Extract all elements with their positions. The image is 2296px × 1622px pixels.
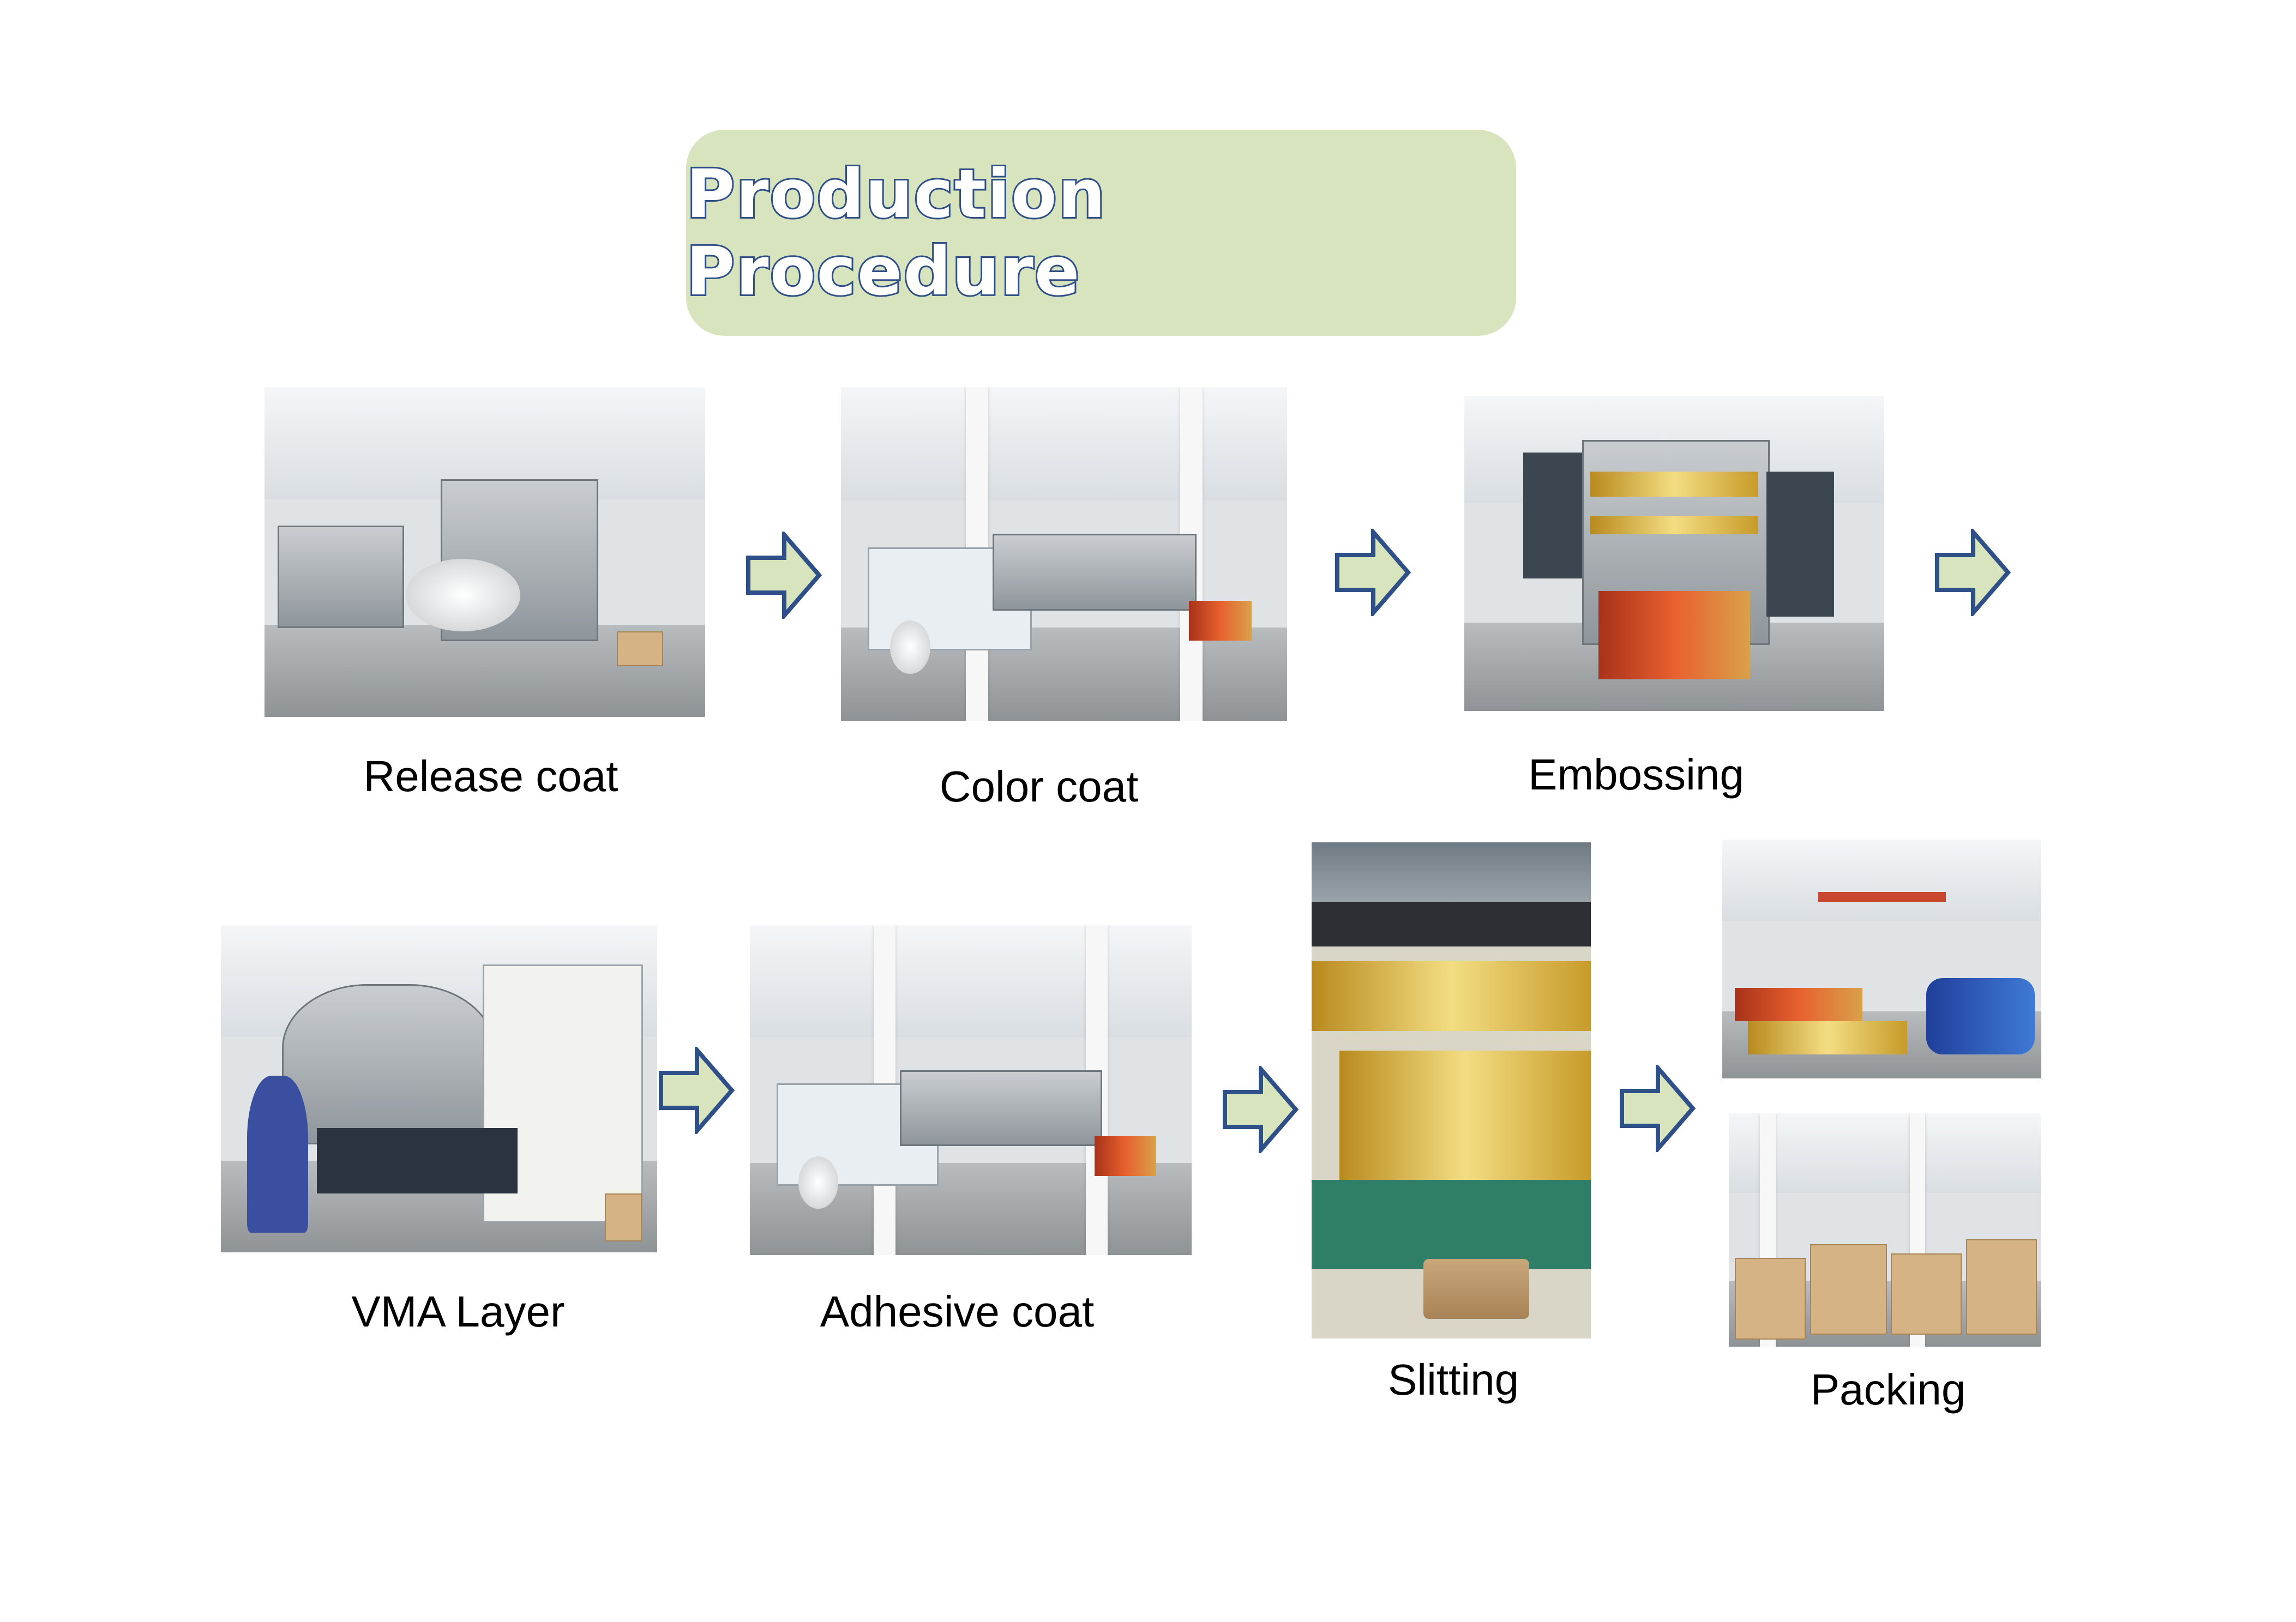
- photo-color-coat: [841, 387, 1287, 721]
- step-label-packing: Packing: [1810, 1365, 1966, 1414]
- photo-release-coat: [265, 387, 705, 717]
- step-label-adhesive-coat: Adhesive coat: [820, 1287, 1095, 1336]
- title-banner: Production Procedure: [684, 130, 1516, 336]
- right-arrow-icon: [1223, 1066, 1299, 1153]
- photo-vma-layer: [221, 925, 657, 1252]
- photo-embossing: [1464, 396, 1884, 711]
- photo-packing-boxes: [1729, 1113, 2041, 1347]
- step-label-color-coat: Color coat: [939, 762, 1139, 811]
- page-title: Production Procedure: [684, 154, 1107, 312]
- right-arrow-icon: [1620, 1065, 1696, 1152]
- photo-adhesive-coat: [750, 925, 1192, 1255]
- right-arrow-icon: [1335, 529, 1411, 616]
- right-arrow-icon: [746, 532, 822, 619]
- step-label-embossing: Embossing: [1528, 750, 1744, 799]
- step-label-slitting: Slitting: [1387, 1355, 1519, 1404]
- photo-slitting: [1312, 842, 1591, 1338]
- photo-packing-warehouse: [1722, 840, 2041, 1078]
- step-label-release-coat: Release coat: [363, 752, 618, 800]
- right-arrow-icon: [1935, 529, 2011, 616]
- right-arrow-icon: [659, 1047, 735, 1134]
- step-label-vma-layer: VMA Layer: [351, 1287, 565, 1336]
